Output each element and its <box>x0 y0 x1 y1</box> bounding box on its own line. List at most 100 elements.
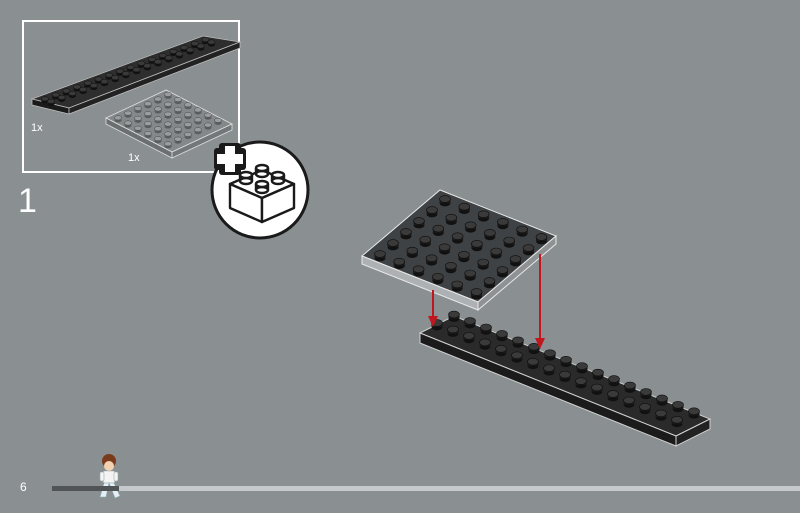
plate-stud <box>154 136 162 144</box>
plate-stud <box>154 116 162 124</box>
plate-stud <box>432 224 445 237</box>
plate-stud <box>688 407 700 419</box>
brick-outline-icon <box>228 163 296 224</box>
plate-stud <box>144 111 152 119</box>
step-number: 1 <box>18 182 37 220</box>
black-plate-2x16 <box>418 310 712 447</box>
plate-stud <box>68 90 77 99</box>
plate-stud <box>154 96 162 104</box>
callout-black-plate <box>30 35 242 115</box>
plate-stud <box>164 131 172 139</box>
plate-stud <box>527 358 539 370</box>
plate-stud <box>458 202 471 215</box>
plate-stud <box>164 111 172 119</box>
plate-stud <box>495 345 507 357</box>
plate-stud <box>174 106 182 115</box>
plate-stud <box>164 55 173 63</box>
plate-stud <box>184 112 192 120</box>
plate-stud <box>143 63 152 71</box>
plate-stud <box>207 39 216 47</box>
plate-stud <box>458 251 470 263</box>
plate-stud <box>387 239 399 251</box>
plate-stud <box>164 141 172 149</box>
progress-bar-fill <box>52 486 119 491</box>
plate-stud <box>132 67 141 75</box>
plate-stud <box>439 195 451 207</box>
callout-grey-plate <box>105 89 233 159</box>
plate-stud <box>512 336 524 348</box>
plate-stud <box>413 217 425 229</box>
plate-stud <box>393 257 406 270</box>
plate-stud <box>374 250 386 262</box>
plate-stud <box>445 262 457 274</box>
plate-stud <box>477 258 490 271</box>
plate-stud <box>204 112 212 120</box>
plate-stud <box>559 370 571 383</box>
plate-stud <box>194 127 202 135</box>
plate-stud <box>497 218 509 230</box>
plate-stud <box>464 221 477 233</box>
plate-stud <box>672 401 684 413</box>
plate-stud <box>479 338 491 351</box>
part-quantity-grey-plate: 1x <box>128 152 140 164</box>
part-quantity-black-plate: 1x <box>31 122 43 134</box>
plate-stud <box>445 213 458 226</box>
plate-stud <box>134 125 142 134</box>
plate-stud <box>134 115 142 124</box>
plate-stud <box>471 240 483 252</box>
plate-stud <box>623 396 635 409</box>
plate-stud <box>184 131 192 140</box>
plate-stud <box>426 206 438 218</box>
placement-arrow-left <box>428 290 438 327</box>
plate-stud <box>464 269 477 282</box>
plate-stud <box>432 273 444 285</box>
plate-stud <box>124 120 132 128</box>
plate-stud <box>412 265 425 277</box>
parts-callout-box <box>22 20 240 173</box>
plate-stud <box>144 121 152 129</box>
plate-stud <box>484 229 496 241</box>
plate-stud <box>503 236 516 249</box>
plate-stud <box>608 375 620 387</box>
plate-stud <box>214 117 222 126</box>
plate-stud <box>591 383 603 396</box>
placement-arrow-right <box>535 254 545 349</box>
plate-stud <box>624 381 636 394</box>
plate-stud <box>560 355 572 368</box>
plate-stud <box>174 126 182 135</box>
plate-stud <box>144 101 152 109</box>
plate-stud <box>134 105 142 114</box>
plate-stud <box>164 91 172 100</box>
plate-stud <box>522 244 535 256</box>
plate-stud <box>656 394 668 407</box>
plate-stud <box>400 228 412 240</box>
plate-stud <box>496 266 509 278</box>
plate-stud <box>528 343 540 355</box>
plate-stud <box>114 115 122 123</box>
plate-stud <box>544 349 556 361</box>
plate-stud <box>671 416 683 428</box>
plate-stud <box>640 388 652 400</box>
plate-stud <box>509 255 522 267</box>
plate-stud <box>655 409 667 421</box>
plate-stud <box>175 51 184 59</box>
progress-bar <box>52 486 800 491</box>
plate-stud <box>447 325 459 338</box>
plus-icon <box>214 143 246 175</box>
plate-stud <box>425 254 438 266</box>
plate-stud <box>164 121 172 129</box>
plate-stud <box>592 368 604 381</box>
plate-stud <box>406 246 419 259</box>
plate-stud <box>100 79 109 87</box>
plate-stud <box>154 126 162 134</box>
plate-stud <box>516 225 529 238</box>
plate-stud <box>496 330 508 342</box>
plate-stud <box>154 59 162 67</box>
plate-stud <box>194 117 202 125</box>
plate-stud <box>464 317 476 329</box>
plate-stud <box>470 288 483 300</box>
plate-stud <box>174 116 182 125</box>
grey-plate-6x6 <box>361 189 557 312</box>
plate-stud <box>204 122 212 130</box>
